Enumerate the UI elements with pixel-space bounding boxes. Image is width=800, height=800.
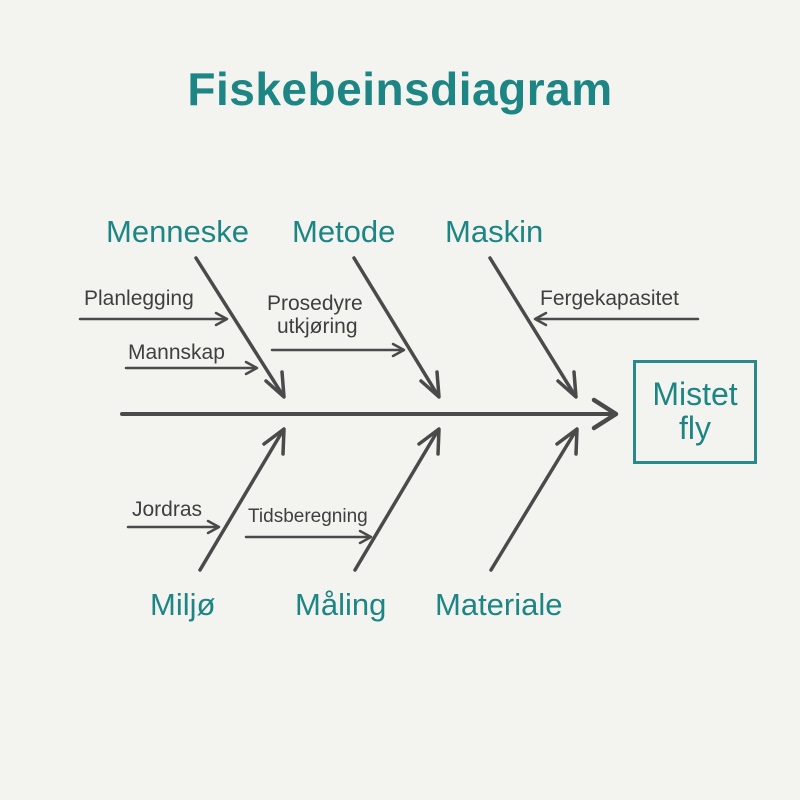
bone-metode xyxy=(352,256,441,399)
category-metode: Metode xyxy=(292,214,396,249)
cause-label-tidsberegning: Tidsberegning xyxy=(248,506,368,527)
category-materiale: Materiale xyxy=(435,587,563,622)
category-menneske: Menneske xyxy=(106,214,250,249)
cause-label-fergekapasitet: Fergekapasitet xyxy=(540,287,679,310)
cause-label-prosedyre-line2: utkjøring xyxy=(277,315,358,339)
bone-maskin xyxy=(488,256,578,399)
cause-arrow-prosedyre xyxy=(270,342,406,358)
cause-arrow-tidsberegning xyxy=(244,529,373,545)
cause-arrow-planlegging xyxy=(78,311,229,327)
effect-box: Mistet fly xyxy=(633,360,757,464)
cause-label-prosedyre: Prosedyre utkjøring xyxy=(267,292,363,338)
cause-label-mannskap: Mannskap xyxy=(128,341,225,364)
effect-line2: fly xyxy=(679,410,711,446)
spine-arrow xyxy=(120,397,619,431)
cause-arrow-mannskap xyxy=(124,360,259,376)
cause-label-jordras: Jordras xyxy=(132,498,203,521)
effect-line1: Mistet xyxy=(652,376,738,413)
bone-miljo xyxy=(198,427,286,572)
category-maskin: Maskin xyxy=(445,214,544,249)
category-maling: Måling xyxy=(295,587,387,622)
bone-menneske xyxy=(194,256,286,399)
page-title: Fiskebeinsdiagram xyxy=(187,63,613,115)
cause-arrow-jordras xyxy=(126,519,221,535)
cause-label-planlegging: Planlegging xyxy=(84,287,194,310)
category-miljo: Miljø xyxy=(150,587,216,622)
bone-maling xyxy=(353,427,441,572)
cause-label-prosedyre-line1: Prosedyre xyxy=(267,292,363,315)
cause-arrow-fergekapasitet xyxy=(533,311,700,327)
bone-materiale xyxy=(489,427,579,572)
